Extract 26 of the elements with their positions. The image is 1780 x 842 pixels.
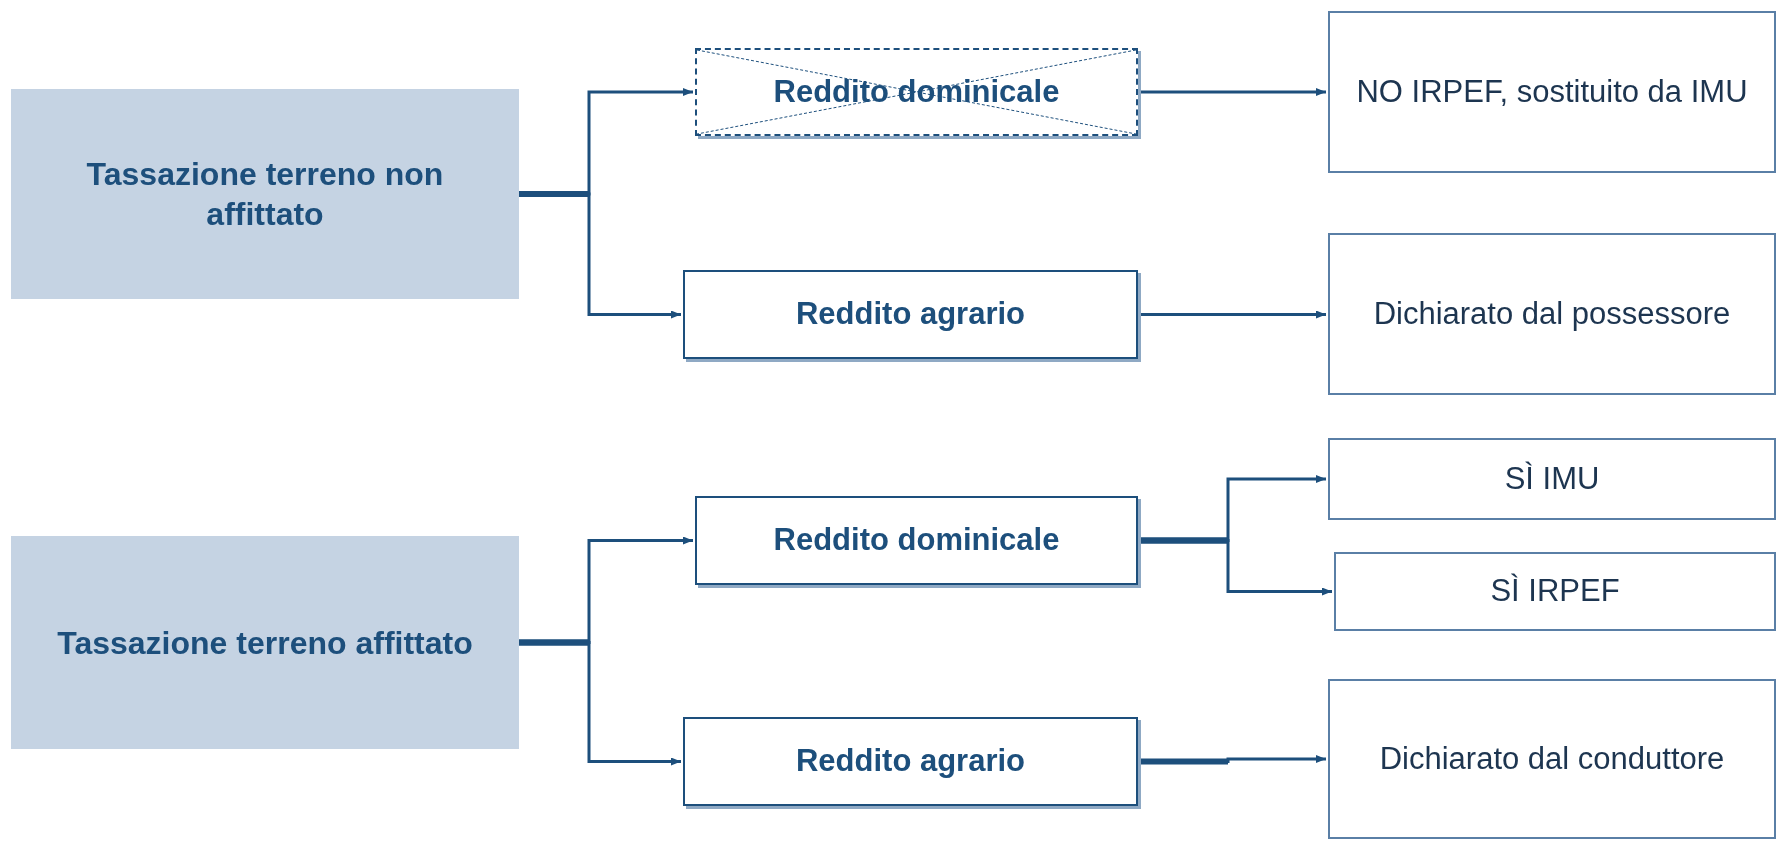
- box-label: SÌ IRPEF: [1490, 572, 1620, 611]
- box-label: Reddito agrario: [795, 742, 1026, 781]
- result-box: [1328, 233, 1776, 395]
- arrow: [519, 192, 681, 319]
- box-label: Tassazione terreno non affittato: [85, 155, 445, 234]
- arrow: [1138, 539, 1332, 596]
- box-label: Reddito dominicale: [773, 521, 1060, 560]
- box-label: Dichiarato dal possessore: [1373, 294, 1731, 333]
- box-label: Tassazione terreno affittato: [57, 623, 473, 663]
- income-box: [695, 496, 1138, 585]
- box-label: NO IRPEF, sostituito da IMU: [1356, 72, 1748, 111]
- arrow: [1138, 88, 1326, 96]
- category-box: [11, 536, 519, 749]
- box-label: SÌ IMU: [1504, 459, 1600, 498]
- arrow: [1138, 755, 1326, 763]
- arrow: [1138, 310, 1326, 319]
- income-box: [683, 717, 1138, 806]
- income-box: [683, 270, 1138, 359]
- category-box: [11, 89, 519, 299]
- box-label: Dichiarato dal conduttore: [1379, 739, 1725, 778]
- result-box: [1328, 11, 1776, 173]
- result-box: [1328, 438, 1776, 520]
- result-box: [1328, 679, 1776, 839]
- arrow: [519, 641, 681, 766]
- box-label: Reddito agrario: [795, 295, 1026, 334]
- result-box: [1334, 552, 1776, 631]
